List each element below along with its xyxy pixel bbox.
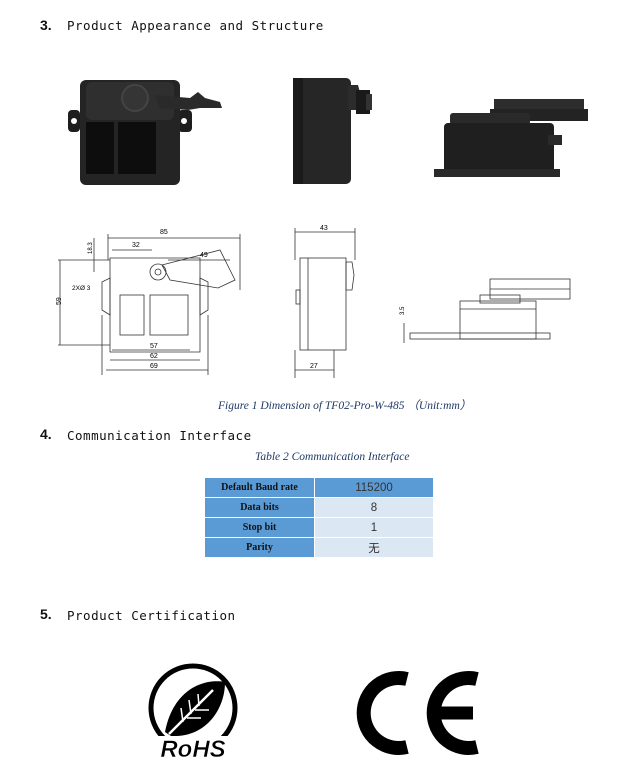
dim-59: 59 <box>56 297 63 305</box>
table-row: Stop bit 1 <box>205 517 433 538</box>
table-row: Default Baud rate 115200 <box>205 478 433 498</box>
dim-hole: 2XØ 3 <box>72 285 91 292</box>
dimension-drawing-front: 85 32 49 18.3 59 2XØ 3 57 62 69 <box>56 229 241 375</box>
dim-62: 62 <box>150 353 158 360</box>
table-value: 8 <box>314 497 433 518</box>
table-caption: Table 2 Communication Interface <box>255 451 410 463</box>
ce-logo-icon <box>356 671 479 755</box>
communication-table: Default Baud rate 115200 Data bits 8 Sto… <box>205 478 433 558</box>
table-key: Parity <box>205 537 315 558</box>
table-value: 无 <box>314 537 433 558</box>
section-title: Communication Interface <box>67 428 252 443</box>
dimension-drawing-rear: 3.5 <box>400 278 571 343</box>
rohs-label: RoHS <box>160 736 225 760</box>
product-photo-front <box>68 80 222 185</box>
dim-27: 27 <box>310 363 318 370</box>
dim-18-3: 18.3 <box>88 242 94 254</box>
dim-32: 32 <box>132 242 140 249</box>
table-key: Data bits <box>205 497 315 518</box>
table-value: 115200 <box>314 478 433 498</box>
dim-69: 69 <box>150 363 158 370</box>
dimension-drawing-side: 43 27 <box>294 225 356 378</box>
figure-caption: Figure 1 Dimension of TF02-Pro-W-485 （Un… <box>218 400 472 412</box>
table-row: Data bits 8 <box>205 497 433 518</box>
dim-85: 85 <box>160 229 168 236</box>
section-number: 3. <box>40 17 52 33</box>
section-number: 4. <box>40 426 52 442</box>
dim-49: 49 <box>200 252 208 259</box>
dim-3-5: 3.5 <box>400 306 406 315</box>
section-number: 5. <box>40 606 52 622</box>
table-key: Stop bit <box>205 517 315 538</box>
dim-43: 43 <box>320 225 328 232</box>
table-value: 1 <box>314 517 433 538</box>
product-photo-rear <box>434 99 588 177</box>
table-key: Default Baud rate <box>205 478 315 498</box>
section-title: Product Certification <box>67 608 236 623</box>
dim-57: 57 <box>150 343 158 350</box>
rohs-logo-icon: RoHS <box>143 663 243 760</box>
table-row: Parity 无 <box>205 537 433 558</box>
section-title: Product Appearance and Structure <box>67 18 324 33</box>
product-photo-side <box>293 78 372 184</box>
